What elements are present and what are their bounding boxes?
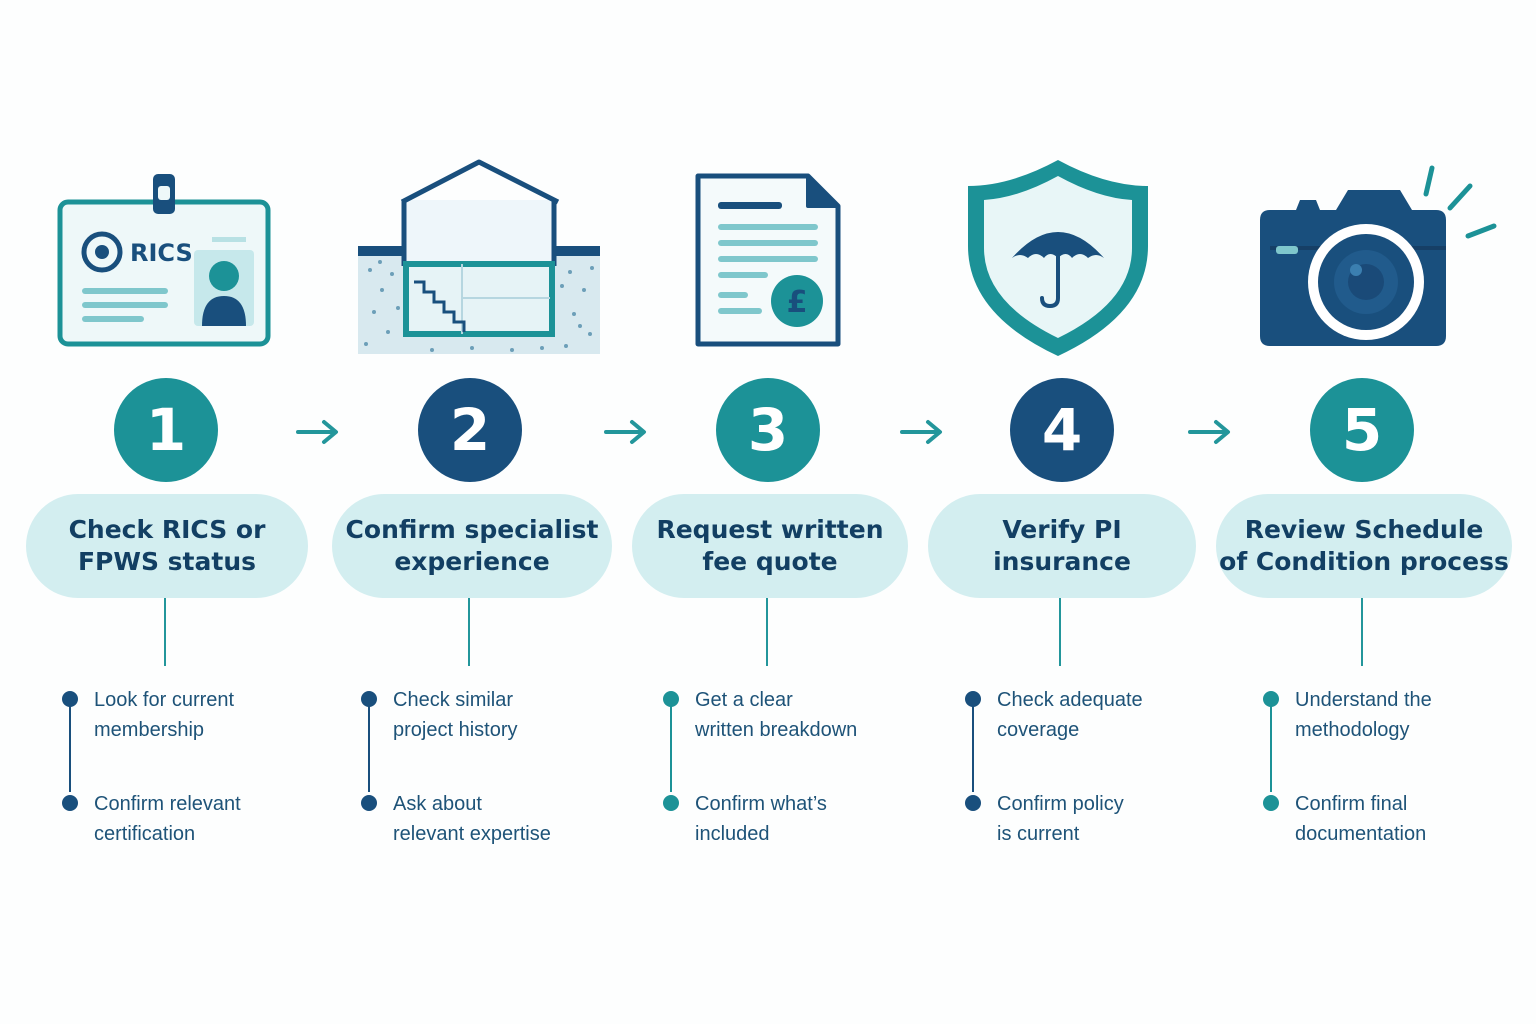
- bullet-dot: [1263, 795, 1279, 811]
- bullet-dot: [361, 691, 377, 707]
- bullet-dot: [1263, 691, 1279, 707]
- step-title-line2: FPWS status: [77, 547, 256, 576]
- step-number-1: 1: [114, 378, 218, 482]
- step-number-4: 4: [1010, 378, 1114, 482]
- arrow-right-icon: [1188, 420, 1230, 444]
- step-number-5: 5: [1310, 378, 1414, 482]
- bullet-text: Understand the methodology: [1295, 689, 1432, 741]
- bullet-dot: [965, 691, 981, 707]
- step-title-line2: insurance: [993, 547, 1131, 576]
- bullet-dot: [663, 691, 679, 707]
- fee-document-icon: £: [620, 150, 920, 360]
- bullet-connector: [69, 700, 71, 792]
- bullet-dot: [361, 795, 377, 811]
- step-title-line2: fee quote: [702, 547, 838, 576]
- step-5: 5 Review Schedule of Condition process Un…: [1214, 0, 1514, 1024]
- bullet-dot: [62, 795, 78, 811]
- arrow-right-icon: [900, 420, 942, 444]
- step-title-line2: of Condition process: [1219, 547, 1509, 576]
- bullet-text: Ask about relevant expertise: [393, 793, 551, 845]
- house-basement-icon: [322, 150, 622, 360]
- bullet-connector: [670, 700, 672, 792]
- camera-icon: [1214, 150, 1514, 360]
- step-title-line1: Review Schedule: [1244, 515, 1484, 544]
- bullet-connector: [972, 700, 974, 792]
- arrow-right-icon: [604, 420, 646, 444]
- connector-line: [1059, 598, 1061, 666]
- bullet-text: Check similar project history: [393, 689, 518, 741]
- connector-line: [1361, 598, 1363, 666]
- rics-text: RICS: [130, 239, 193, 267]
- bullet-dot: [965, 795, 981, 811]
- bullet-text: Confirm final documentation: [1295, 793, 1427, 845]
- step-title-line1: Request written: [656, 515, 884, 544]
- bullet-dot: [663, 795, 679, 811]
- bullet-text: Confirm what’s included: [695, 793, 827, 845]
- step-1: RICS 1 Check RICS or FPWS status Look for…: [16, 0, 316, 1024]
- step-title-line2: experience: [394, 547, 550, 576]
- step-title-pill-2: Confirm specialist experience: [332, 494, 612, 598]
- shield-umbrella-icon: [912, 150, 1212, 360]
- bullet-text: Check adequate coverage: [997, 689, 1143, 741]
- step-title-pill-1: Check RICS or FPWS status: [26, 494, 308, 598]
- bullet-connector: [1270, 700, 1272, 792]
- arrow-right-icon: [296, 420, 338, 444]
- connector-line: [766, 598, 768, 666]
- rics-id-card-icon: RICS: [16, 150, 316, 360]
- step-title-line1: Check RICS or: [68, 515, 266, 544]
- step-title-pill-3: Request written fee quote: [632, 494, 908, 598]
- step-2: 2 Confirm specialist experience Check sim…: [322, 0, 622, 1024]
- step-title-line1: Confirm specialist: [345, 515, 599, 544]
- step-title-pill-4: Verify PI insurance: [928, 494, 1196, 598]
- connector-line: [468, 598, 470, 666]
- step-4: 4 Verify PI insurance Check adequate cove…: [912, 0, 1212, 1024]
- bullet-text: Get a clear written breakdown: [695, 689, 858, 741]
- step-title-pill-5: Review Schedule of Condition process: [1216, 494, 1512, 598]
- step-3: £ 3 Request written fee quote Get a clear…: [620, 0, 920, 1024]
- step-number-3: 3: [716, 378, 820, 482]
- bullet-dot: [62, 691, 78, 707]
- connector-line: [164, 598, 166, 666]
- bullet-text: Confirm policy is current: [997, 793, 1124, 845]
- bullet-text: Look for current membership: [94, 689, 235, 741]
- pound-sign: £: [787, 285, 808, 320]
- step-number-2: 2: [418, 378, 522, 482]
- bullet-text: Confirm relevant certification: [94, 793, 241, 845]
- step-title-line1: Verify PI: [1002, 515, 1122, 544]
- bullet-connector: [368, 700, 370, 792]
